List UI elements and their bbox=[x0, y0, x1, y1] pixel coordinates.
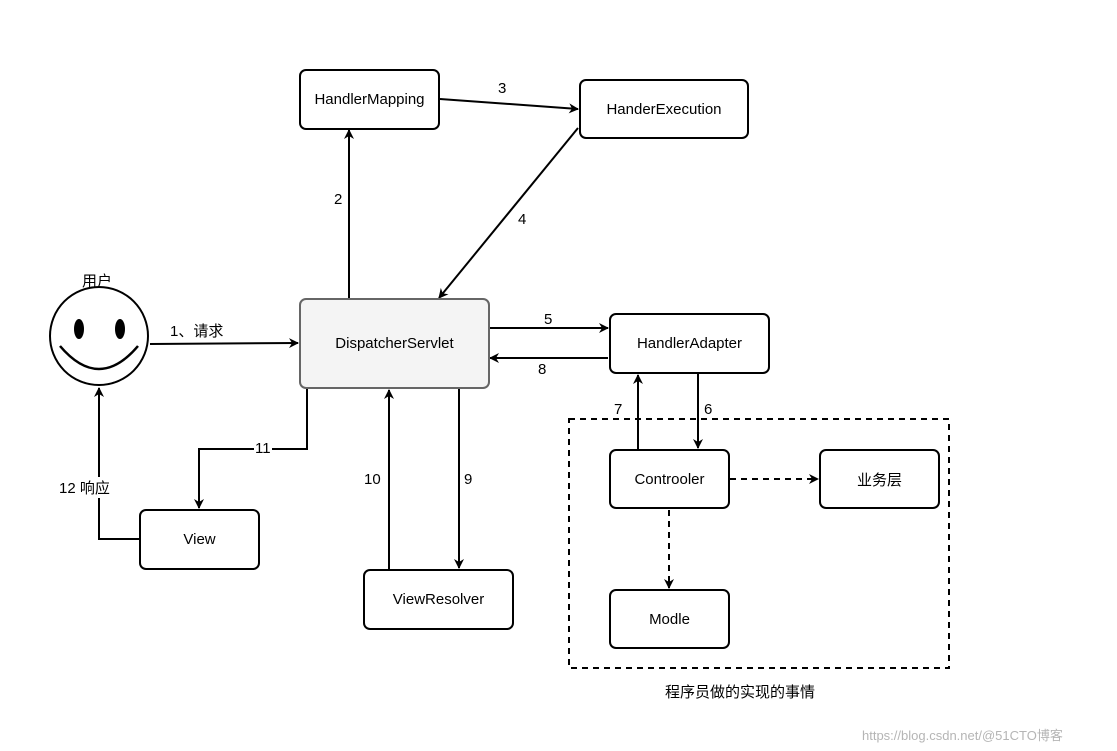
edge-label-8: 8 bbox=[538, 361, 547, 378]
handler-execution-node: HanderExecution bbox=[579, 79, 749, 139]
edge-3 bbox=[439, 98, 579, 114]
edge-label-6: 6 bbox=[704, 401, 713, 418]
edge-label-2: 2 bbox=[334, 191, 343, 208]
edge-label-5: 5 bbox=[544, 311, 553, 328]
controller-node: Controoler bbox=[609, 449, 730, 509]
handler-adapter-node: HandlerAdapter bbox=[609, 313, 770, 374]
edge-label-9: 9 bbox=[464, 471, 473, 488]
edge-label-11: 11 bbox=[254, 440, 272, 457]
edge-12-response bbox=[94, 387, 139, 540]
edge-label-12: 12 响应 bbox=[58, 477, 111, 498]
edge-label-7: 7 bbox=[614, 401, 623, 418]
dispatcher-servlet-node: DispatcherServlet bbox=[299, 298, 490, 389]
edge-4 bbox=[438, 127, 579, 299]
edge-label-3: 3 bbox=[498, 80, 507, 97]
edge-label-1: 1、请求 bbox=[170, 323, 224, 340]
edge-label-4: 4 bbox=[518, 211, 527, 228]
business-layer-node: 业务层 bbox=[819, 449, 940, 509]
edge-11 bbox=[194, 389, 308, 509]
user-label: 用户 bbox=[82, 273, 113, 290]
view-node: View bbox=[139, 509, 260, 570]
model-node: Modle bbox=[609, 589, 730, 649]
view-resolver-node: ViewResolver bbox=[363, 569, 514, 630]
programmer-group-frame bbox=[568, 418, 950, 669]
edge-label-10: 10 bbox=[364, 471, 381, 488]
group-caption: 程序员做的实现的事情 bbox=[665, 684, 816, 701]
edge-1-request bbox=[149, 338, 299, 349]
handler-mapping-node: HandlerMapping bbox=[299, 69, 440, 130]
watermark: https://blog.csdn.net/@51CTO博客 bbox=[862, 728, 1063, 743]
user-smiley-icon bbox=[49, 286, 149, 386]
